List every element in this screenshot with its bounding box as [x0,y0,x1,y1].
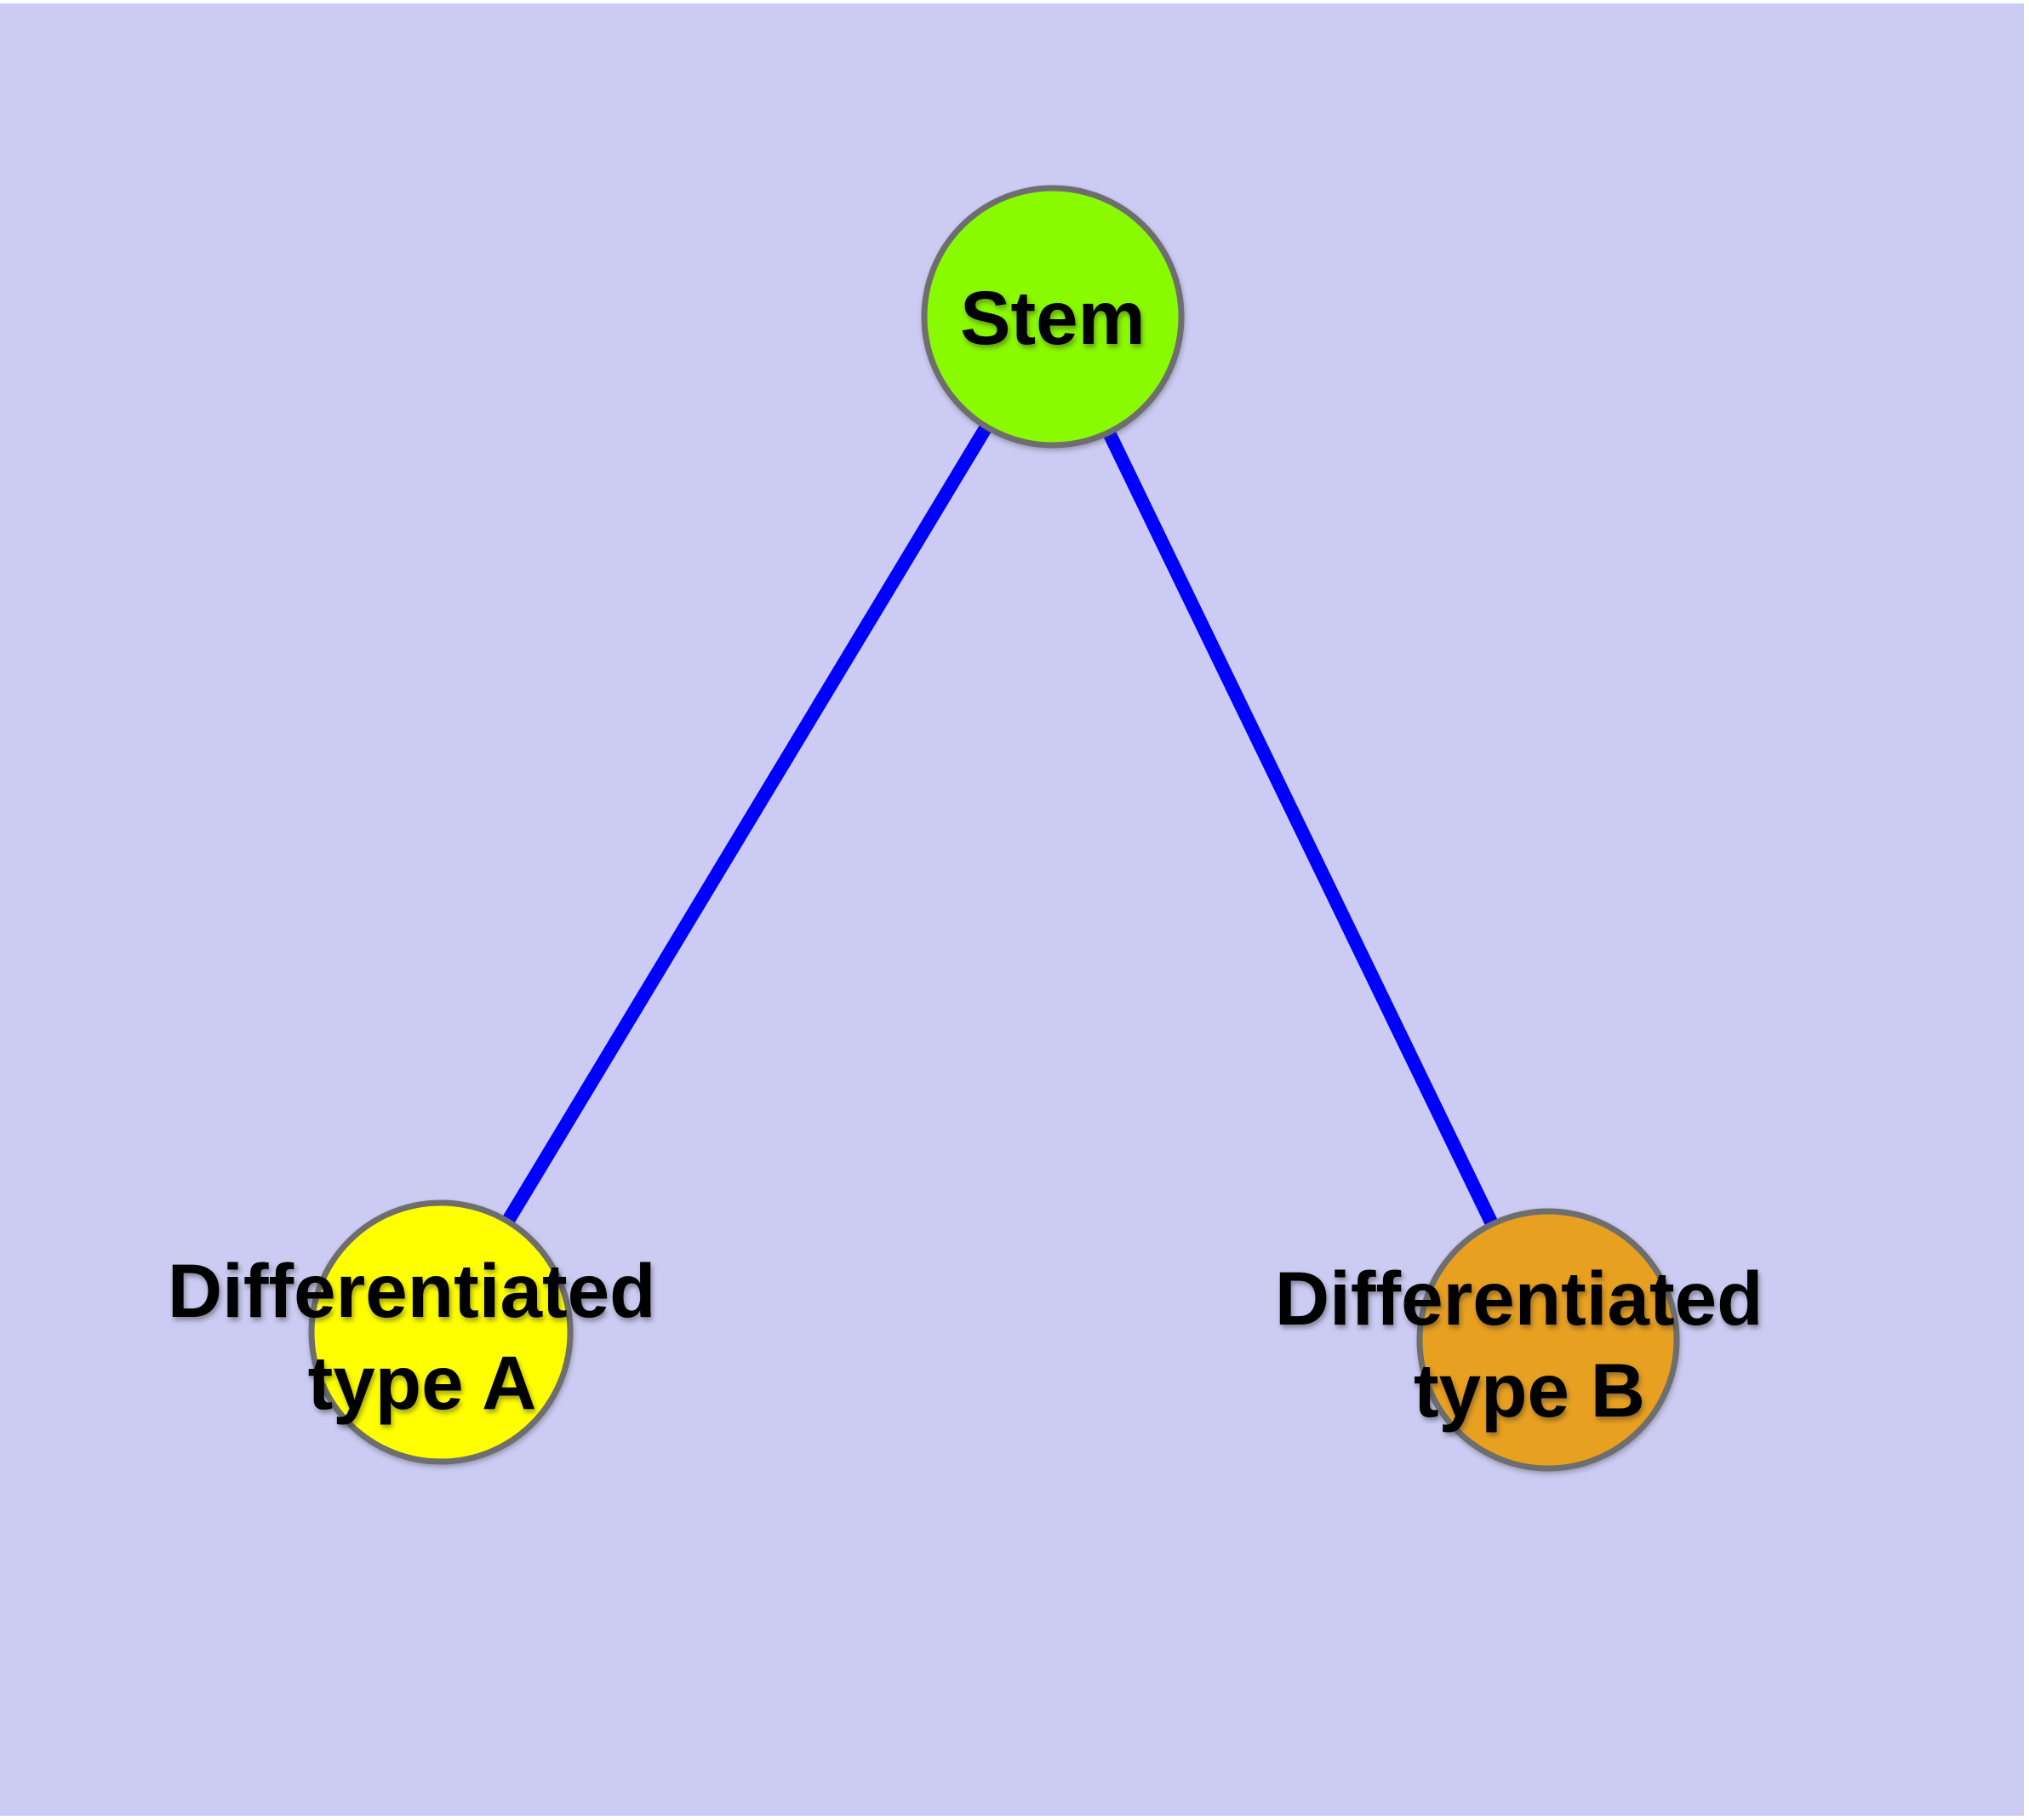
edge-stem-to-type-a [435,312,1059,1336]
differentiated-type-a-node [308,1199,574,1465]
type-a-node-label-line2: type A [308,1340,537,1425]
type-b-node-label-line2: type B [1414,1348,1645,1433]
type-a-node-label: Differentiated type A [168,1248,677,1425]
edge-stem-to-type-b [1046,313,1555,1343]
stem-node-label: Stem [960,275,1146,360]
type-a-node-label-line1: Differentiated [168,1248,656,1333]
stem-node [921,185,1185,449]
type-b-node-label-line1: Differentiated [1275,1256,1763,1341]
differentiated-type-b-node [1416,1208,1680,1472]
type-b-node-label: Differentiated type B [1275,1256,1784,1433]
